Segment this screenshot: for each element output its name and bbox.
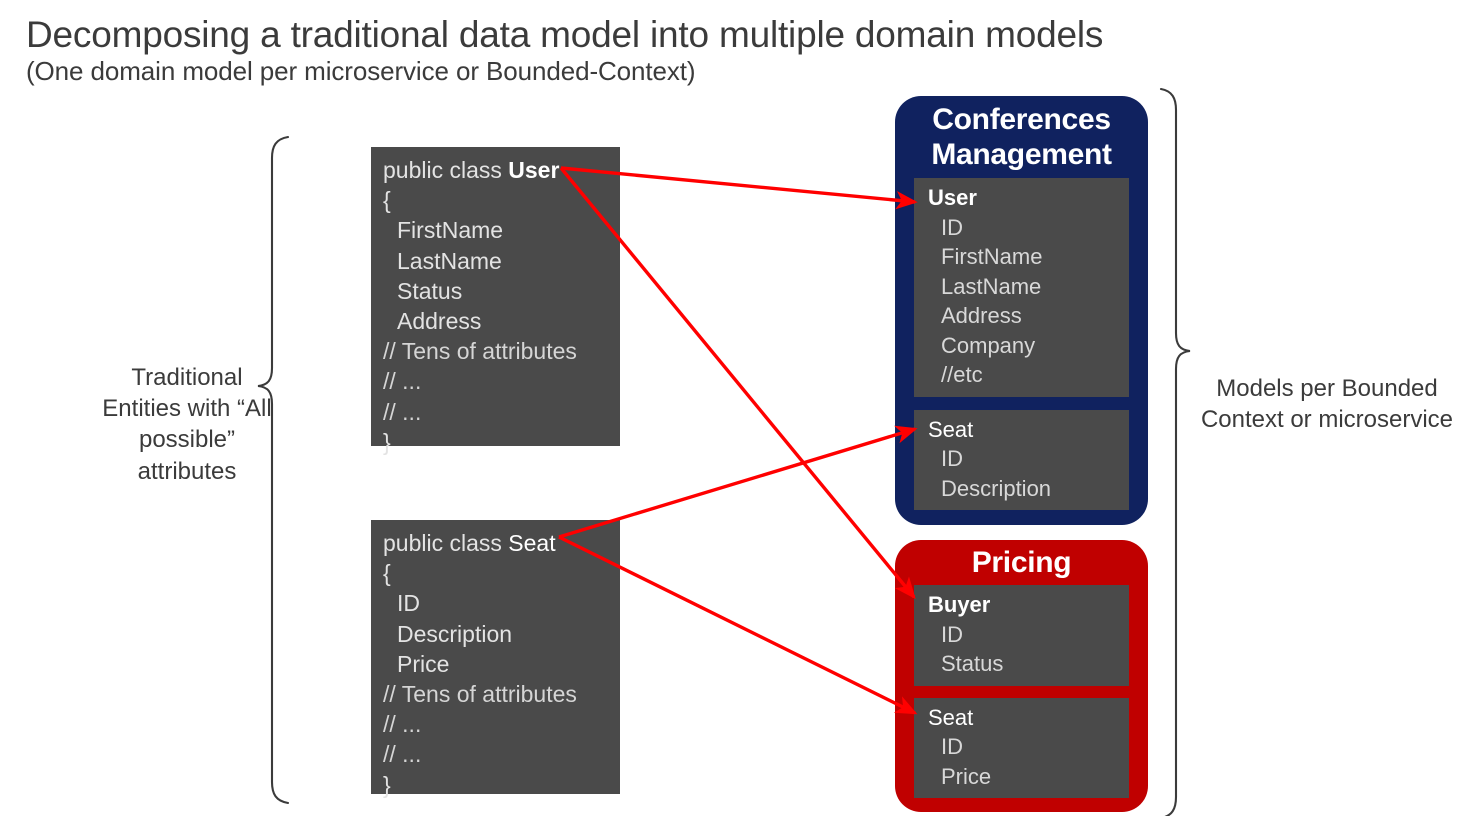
title-block: Decomposing a traditional data model int… <box>26 14 1126 87</box>
code-member: Price <box>397 650 450 677</box>
entity-attribute: ID <box>941 446 963 471</box>
code-member: FirstName <box>397 217 504 244</box>
code-open-brace: { <box>383 560 391 587</box>
left-annotation-label: Traditional Entities with “All possible”… <box>102 364 272 485</box>
code-member: LastName <box>397 247 502 274</box>
code-block-user: public class User { FirstName LastName S… <box>371 147 620 455</box>
entity-name: Seat <box>928 416 974 442</box>
code-open-brace: { <box>383 187 391 214</box>
entity-attribute: Status <box>941 651 1004 676</box>
entity-buyer[interactable]: Buyer ID Status <box>914 585 1129 686</box>
entity-attribute: FirstName <box>941 244 1043 269</box>
entity-attribute: //etc <box>941 362 983 387</box>
entity-name: Seat <box>928 704 974 730</box>
page-subtitle: (One domain model per microservice or Bo… <box>26 56 696 87</box>
code-class-name: Seat <box>508 530 556 556</box>
code-declaration: public class User <box>383 157 560 183</box>
entity-seat-pricing[interactable]: Seat ID Price <box>914 697 1129 798</box>
entity-name: User <box>928 185 977 210</box>
entity-attribute: LastName <box>941 273 1042 299</box>
code-close-brace: } <box>383 771 391 798</box>
code-declaration: public class Seat <box>383 530 556 556</box>
code-comment: // ... <box>383 398 422 425</box>
code-block-seat: public class Seat { ID Description Price… <box>371 520 620 798</box>
code-comment: // ... <box>383 368 422 395</box>
right-brace-icon <box>1159 87 1191 816</box>
code-member: ID <box>397 590 420 617</box>
entity-user[interactable]: User ID FirstName LastName Address Compa… <box>914 178 1129 397</box>
bounded-context-pricing[interactable]: Pricing Buyer ID Status Seat ID Price <box>895 540 1148 812</box>
code-member: Address <box>397 308 482 335</box>
entity-attribute: Description <box>941 475 1052 501</box>
entity-attribute: Price <box>941 763 992 789</box>
entity-attribute: ID <box>941 621 963 647</box>
entity-attribute: Address <box>941 303 1022 328</box>
code-comment: // ... <box>383 711 422 738</box>
entity-attribute: ID <box>941 214 963 240</box>
code-close-brace: } <box>383 428 391 455</box>
code-comment: // Tens of attributes <box>383 338 577 365</box>
code-comment: // ... <box>383 741 422 768</box>
right-annotation-label: Models per Bounded Context or microservi… <box>1200 375 1454 434</box>
code-member: Description <box>397 620 513 647</box>
bounded-context-title: Pricing <box>971 546 1072 579</box>
entity-attribute: ID <box>941 734 963 759</box>
entity-name: Buyer <box>928 592 991 617</box>
entity-attribute: Company <box>941 332 1036 358</box>
code-class-name: User <box>508 157 560 183</box>
page-title: Decomposing a traditional data model int… <box>26 14 1104 55</box>
code-member: Status <box>397 277 463 304</box>
code-comment: // Tens of attributes <box>383 681 577 708</box>
entity-seat-conferences[interactable]: Seat ID Description <box>914 409 1129 510</box>
